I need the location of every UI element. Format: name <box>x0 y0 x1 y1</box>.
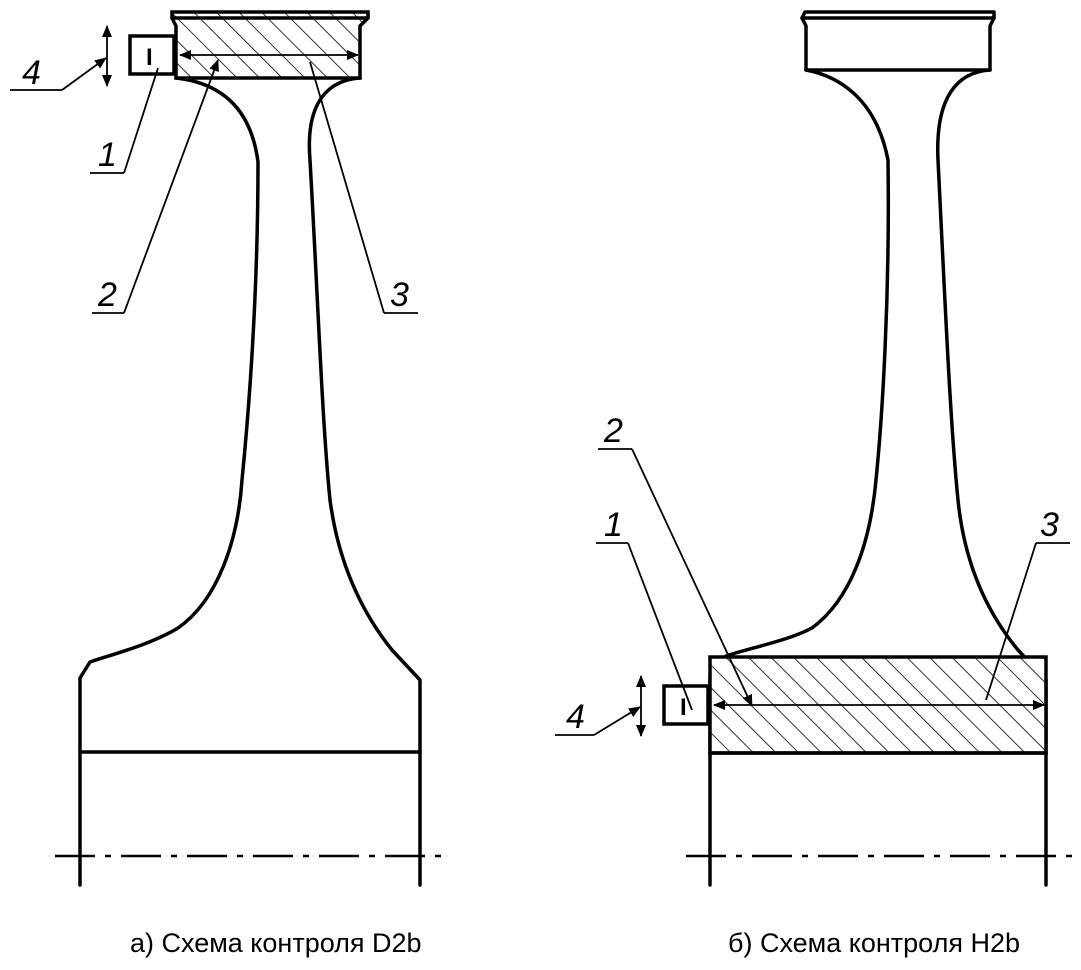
scheme-a-leader-2 <box>123 59 219 314</box>
scheme-a-callout-2: 2 <box>97 276 117 314</box>
scheme-a-profile-outline-right <box>307 76 422 887</box>
scheme-b-callout-3: 3 <box>1040 506 1059 544</box>
scheme-b-profile-outline <box>708 68 891 887</box>
scheme-a-caption: а) Схема контроля D2b <box>130 928 422 958</box>
scheme-a-callout-1: 1 <box>98 136 117 174</box>
scheme-b-callout-1: 1 <box>604 506 623 544</box>
scheme-b-profile-outline-right <box>936 68 1048 887</box>
scheme-a-leader-1 <box>123 67 159 174</box>
scheme-b-leader-3 <box>985 542 1037 701</box>
scheme-b-leader-2 <box>631 448 753 707</box>
scheme-a-leader-3 <box>309 61 385 314</box>
scheme-a-profile-outline <box>78 76 260 887</box>
scheme-a: I 4 1 2 3 а) Схема контроля D2b <box>10 10 442 958</box>
scheme-a-callout-3: 3 <box>390 276 409 314</box>
scheme-b-callout-4: 4 <box>566 698 585 736</box>
scheme-a-leader-4 <box>61 57 107 91</box>
scheme-b-leader-1 <box>627 542 693 711</box>
scheme-b-flange-outline <box>800 10 996 72</box>
scheme-b-leader-4 <box>593 706 641 736</box>
scheme-b: I 4 1 2 3 б) Схема контроля H2b <box>555 10 1072 958</box>
scheme-b-caption: б) Схема контроля H2b <box>728 928 1020 958</box>
scheme-a-callout-4: 4 <box>22 54 41 92</box>
scheme-a-probe-label: I <box>146 44 153 71</box>
scheme-b-callout-2: 2 <box>603 412 623 450</box>
scheme-a-flange-zone <box>170 10 370 80</box>
scheme-b-probe-label: I <box>680 694 687 721</box>
scheme-a-probe <box>128 34 176 76</box>
